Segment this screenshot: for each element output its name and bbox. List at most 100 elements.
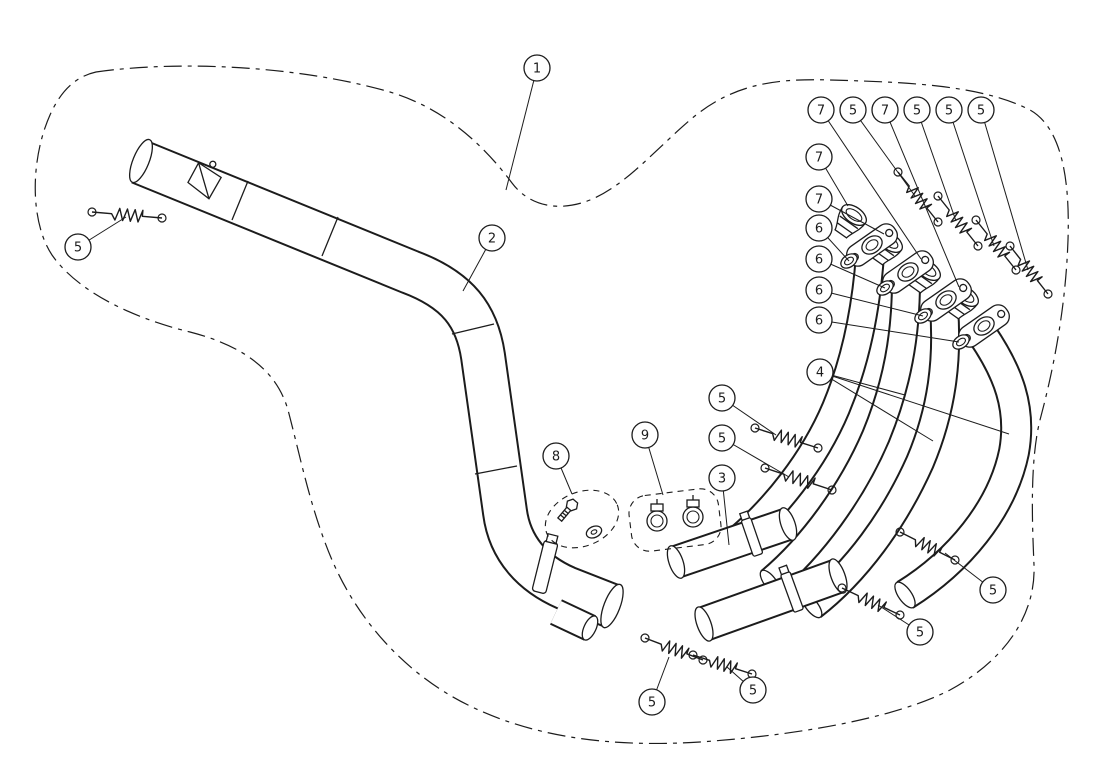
callout-balloon-8 [542, 442, 570, 470]
weld-seam [474, 465, 518, 475]
hex-bolt [556, 498, 579, 523]
callout-number: 7 [815, 193, 823, 208]
callout-number: 5 [648, 696, 656, 711]
callout-number: 5 [749, 684, 757, 699]
spring-hook [893, 167, 903, 177]
callout-balloon-7 [871, 96, 899, 124]
spring-hook [688, 650, 698, 660]
band-clamp [646, 499, 668, 532]
gasket-ring [952, 334, 970, 350]
callout-balloon-5 [64, 233, 92, 261]
mount-bracket [187, 160, 223, 200]
inlet-funnel [834, 203, 868, 239]
callout-leader-line [819, 371, 934, 442]
callout-leader-line [980, 109, 1029, 271]
callout-number: 4 [816, 366, 824, 381]
spring-hook [87, 207, 97, 217]
callout-number: 7 [881, 104, 889, 119]
callout-balloon-5 [967, 96, 995, 124]
flange [882, 250, 934, 294]
callout-number: 6 [815, 253, 823, 268]
spring-hook [933, 217, 943, 227]
callout-number: 7 [817, 104, 825, 119]
spring-hook [157, 213, 167, 223]
callout-number: 5 [913, 104, 921, 119]
washer [585, 525, 603, 539]
spring [688, 650, 757, 679]
callout-leader-line [818, 289, 924, 317]
pipe-outlet-end [600, 583, 624, 629]
clamp-kit [628, 488, 722, 552]
callout-balloon-5 [739, 676, 767, 704]
callout-leader-line [819, 371, 906, 396]
callout-leader-line [852, 109, 916, 197]
callout-number: 9 [641, 429, 649, 444]
callout-number: 5 [718, 432, 726, 447]
callout-balloon-7 [805, 143, 833, 171]
callout-number: 5 [916, 626, 924, 641]
spring-hook [1043, 289, 1053, 299]
callout-leader-line [819, 371, 1010, 435]
callout-leader-line [884, 109, 960, 288]
sleeve-clamp [778, 564, 804, 613]
spring-hook [1005, 241, 1015, 251]
callout-number: 8 [552, 450, 560, 465]
callout-balloon-9 [631, 421, 659, 449]
callout-balloon-5 [708, 384, 736, 412]
spring-hook [950, 555, 960, 565]
callout-leader-line [820, 109, 922, 260]
callout-balloon-4 [806, 358, 834, 386]
pipe-outlet-end [581, 615, 599, 641]
link-pipe [128, 138, 624, 641]
band-clamp [682, 495, 704, 528]
pipe-open-end [894, 581, 916, 609]
spring [1005, 241, 1053, 299]
spring-hook [971, 215, 981, 225]
spring-hook [973, 241, 983, 251]
springs [87, 167, 1053, 679]
callout-balloon-6 [805, 245, 833, 273]
spring-hook [1011, 265, 1021, 275]
callout-number: 6 [815, 284, 823, 299]
callout-balloon-1 [523, 54, 551, 82]
spring [87, 207, 167, 223]
spring-hook [837, 583, 847, 593]
callout-leader-line [916, 109, 957, 222]
callout-balloon-6 [805, 214, 833, 242]
spring [750, 423, 823, 453]
callout-number: 5 [989, 584, 997, 599]
callout-balloon-5 [935, 96, 963, 124]
spring-hook [933, 191, 943, 201]
callout-balloon-6 [805, 306, 833, 334]
spring-hook [813, 443, 823, 453]
spring [971, 215, 1021, 275]
flanges-and-funnels [834, 203, 1010, 350]
callout-balloon-5 [903, 96, 931, 124]
callout-number: 5 [849, 104, 857, 119]
callout-number: 5 [718, 392, 726, 407]
callout-leader-line [948, 109, 995, 247]
spring [933, 191, 983, 251]
spring-hook [640, 633, 650, 643]
callout-number: 6 [815, 222, 823, 237]
sleeve-pipes [666, 507, 848, 642]
callout-balloon-5 [906, 618, 934, 646]
spring [893, 167, 943, 227]
spring [640, 633, 708, 665]
boundary-outline [34, 65, 1069, 745]
sleeve-open-end [694, 606, 714, 642]
callout-number: 7 [815, 151, 823, 166]
callout-balloon-6 [805, 276, 833, 304]
callout-balloon-5 [638, 688, 666, 716]
header-pipes [721, 253, 1033, 619]
spring [760, 463, 837, 495]
callout-number: 6 [815, 314, 823, 329]
sleeve-clamp [738, 510, 764, 557]
callout-balloon-7 [805, 185, 833, 213]
weld-seam [231, 180, 249, 221]
callout-balloon-5 [839, 96, 867, 124]
callout-number: 2 [488, 232, 496, 247]
spring [895, 527, 960, 565]
